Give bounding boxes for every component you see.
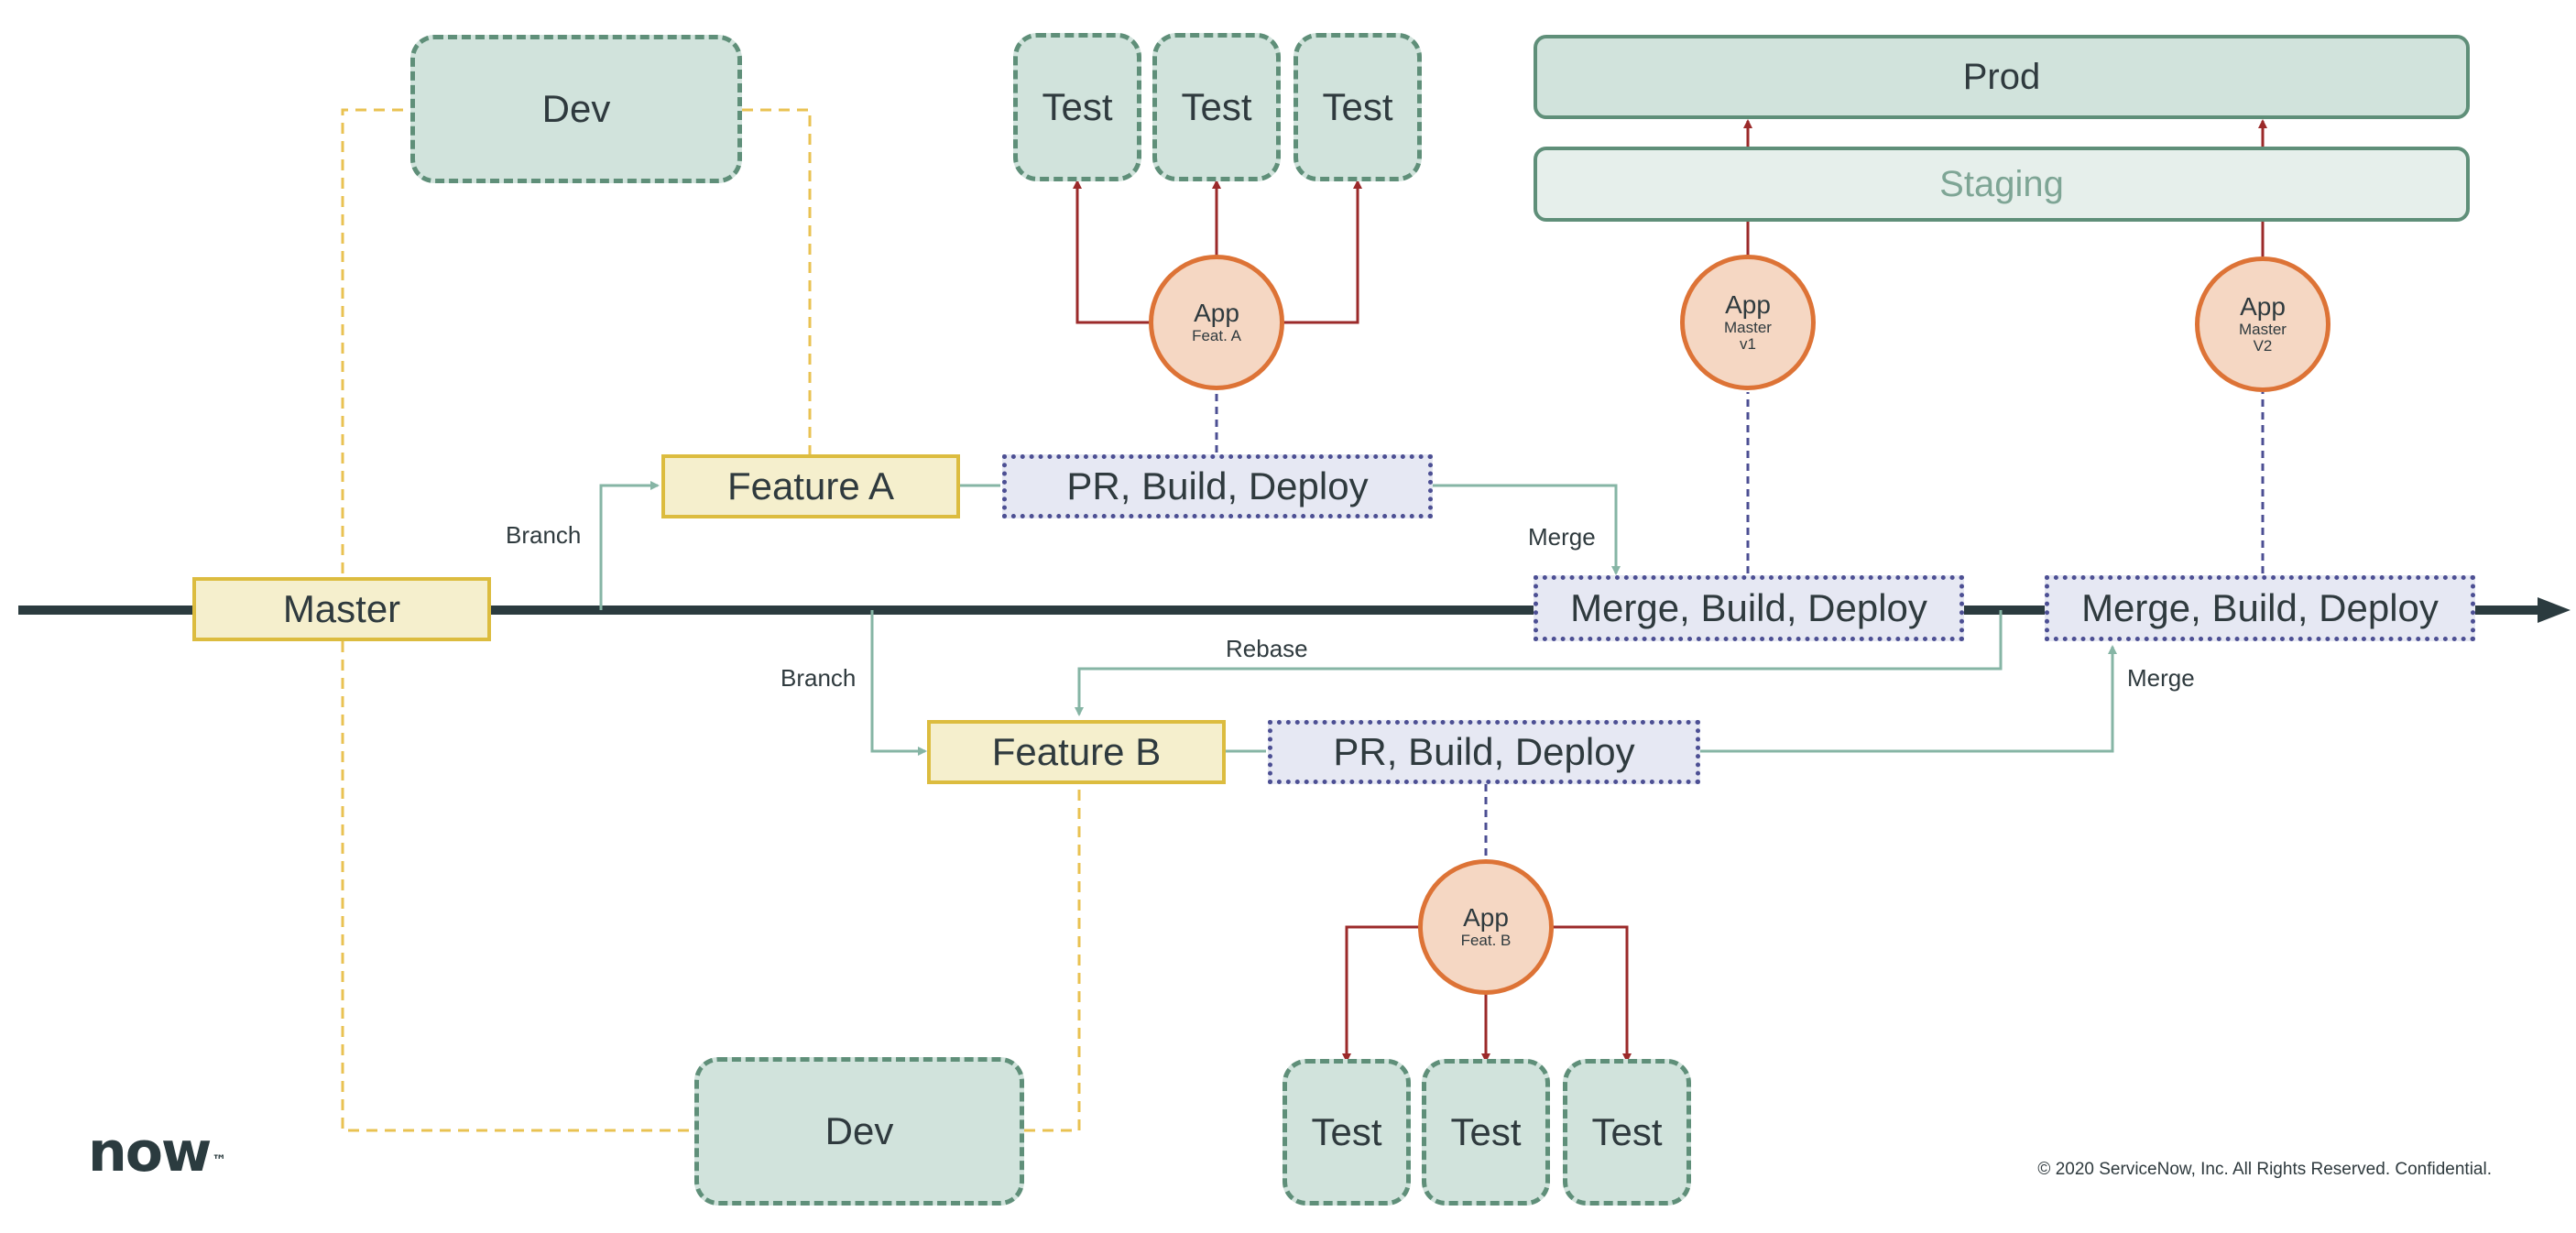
app-a-to-test-1 (1073, 180, 1151, 324)
test-environment-a2: Test (1152, 33, 1281, 181)
dev-link-top (341, 108, 812, 610)
dev-environment-bottom: Dev (694, 1057, 1024, 1206)
app-master-v2-node: App Master V2 (2195, 256, 2330, 392)
dev-environment-top: Dev (410, 35, 742, 183)
dev-link-bottom (341, 641, 1081, 1132)
copyright-text: © 2020 ServiceNow, Inc. All Rights Reser… (2037, 1160, 2492, 1179)
app-subtitle: Master (1724, 318, 1772, 336)
feature-a-box: Feature A (661, 454, 960, 518)
branch-a-label: Branch (506, 520, 582, 549)
app-feat-b-node: App Feat. B (1418, 859, 1554, 995)
app-version: v1 (1740, 335, 1756, 354)
merge-build-deploy-1: Merge, Build, Deploy (1534, 575, 1964, 641)
merge-a-arrow (1431, 484, 1621, 575)
master-line-arrowhead (2538, 597, 2571, 623)
app-title: App (1194, 299, 1239, 328)
app-title: App (2240, 291, 2286, 321)
app-master-v1-node: App Master v1 (1680, 255, 1816, 390)
logo-text: now (88, 1120, 212, 1184)
merge-build-deploy-2: Merge, Build, Deploy (2045, 575, 2475, 641)
branch-b-arrow (870, 610, 927, 756)
pr-build-deploy-a: PR, Build, Deploy (1002, 454, 1433, 518)
pr-build-deploy-b: PR, Build, Deploy (1268, 720, 1700, 784)
app-b-to-test-1 (1342, 925, 1420, 1063)
merge-a-label: Merge (1528, 522, 1596, 551)
logo-trademark: ™ (212, 1151, 227, 1169)
feature-b-box: Feature B (927, 720, 1226, 784)
test-environment-b3: Test (1563, 1059, 1691, 1206)
branch-a-arrow (599, 481, 660, 610)
app-a-to-test-3 (1283, 180, 1362, 324)
prod-environment: Prod (1534, 35, 2470, 119)
test-environment-a3: Test (1293, 33, 1422, 181)
app-subtitle: Feat. B (1460, 932, 1512, 950)
rebase-arrow (1075, 610, 2003, 716)
test-environment-a1: Test (1013, 33, 1141, 181)
test-environment-b1: Test (1283, 1059, 1411, 1206)
master-branch-box: Master (192, 577, 491, 641)
merge-b-label: Merge (2127, 663, 2195, 692)
app-subtitle: Feat. A (1192, 327, 1241, 345)
app-title: App (1725, 289, 1771, 319)
app-version: V2 (2253, 337, 2273, 355)
test-environment-b2: Test (1422, 1059, 1550, 1206)
branch-b-label: Branch (780, 663, 857, 692)
staging-environment: Staging (1534, 147, 2470, 222)
app-subtitle: Master (2239, 320, 2287, 338)
rebase-label: Rebase (1226, 634, 1308, 662)
app-b-to-test-3 (1552, 925, 1632, 1063)
app-title: App (1463, 903, 1509, 933)
app-feat-a-node: App Feat. A (1149, 255, 1284, 390)
merge-b-arrow (1698, 645, 2117, 753)
